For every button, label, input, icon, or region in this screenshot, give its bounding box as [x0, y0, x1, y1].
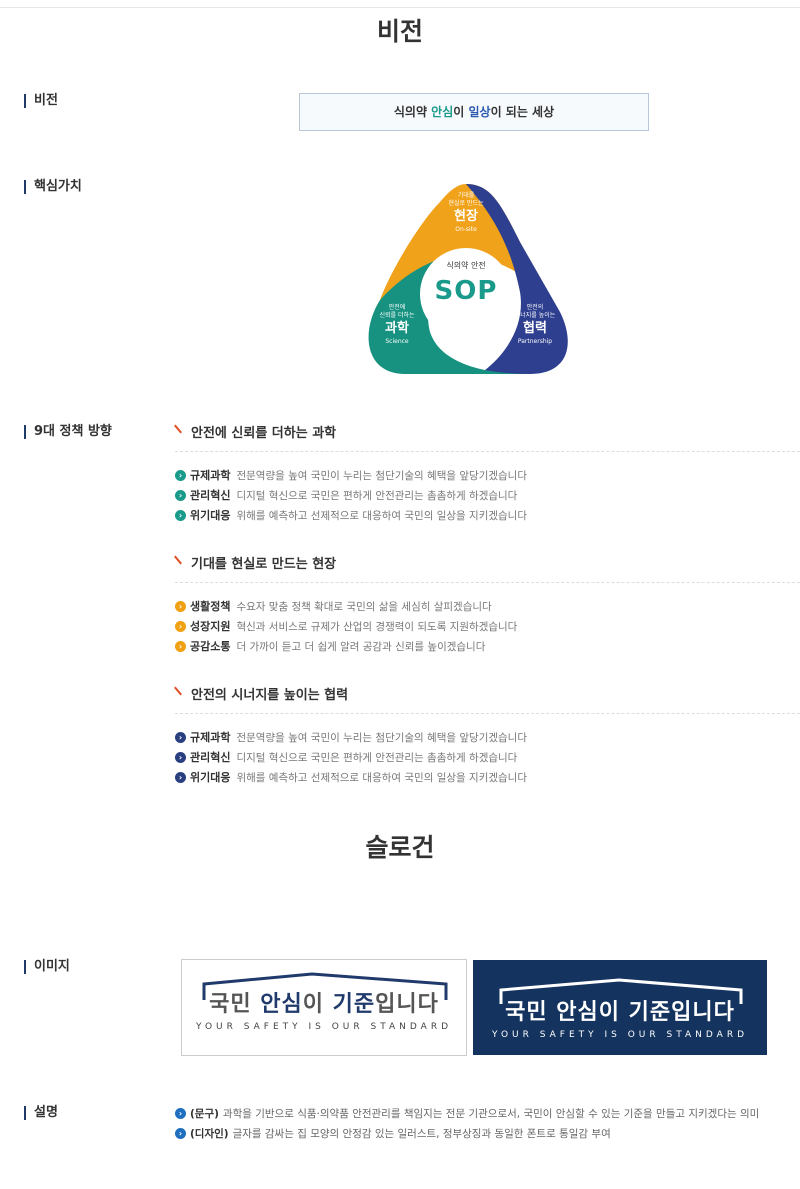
- desc-item: ›(문구)과학을 기반으로 식품·의약품 안전관리를 책임지는 전문 기관으로서…: [175, 1106, 759, 1121]
- chevron-icon: ›: [175, 600, 186, 612]
- chevron-icon: ›: [175, 731, 186, 743]
- policy-section-title: 안전의 시너지를 높이는 협력: [175, 684, 800, 704]
- label-core-values: 핵심가치: [24, 180, 82, 194]
- chevron-icon: ›: [175, 620, 186, 632]
- page-title: 비전: [376, 17, 423, 46]
- chevron-icon: ›: [175, 640, 186, 652]
- vision-box: 식의약 안심이 일상이 되는 세상: [299, 93, 649, 131]
- chevron-icon: ›: [175, 751, 186, 763]
- label-image: 이미지: [24, 960, 70, 974]
- policy-section-title: 기대를 현실로 만드는 현장: [175, 553, 800, 573]
- top-divider: [0, 7, 800, 8]
- slogan-title: 슬로건: [365, 833, 435, 862]
- chevron-icon: ›: [175, 489, 186, 501]
- sop-logo: SOP: [434, 276, 498, 306]
- desc-item: ›(디자인)글자를 감싸는 집 모양의 안정감 있는 일러스트, 정부상징과 동…: [175, 1126, 611, 1141]
- chevron-icon: ›: [175, 771, 186, 783]
- label-description: 설명: [24, 1106, 58, 1120]
- policy-section-title: 안전에 신뢰를 더하는 과학: [175, 422, 800, 442]
- label-vision: 비전: [24, 94, 58, 108]
- label-policy: 9대 정책 방향: [24, 425, 112, 439]
- chevron-icon: ›: [175, 469, 186, 481]
- chevron-icon: ›: [175, 509, 186, 521]
